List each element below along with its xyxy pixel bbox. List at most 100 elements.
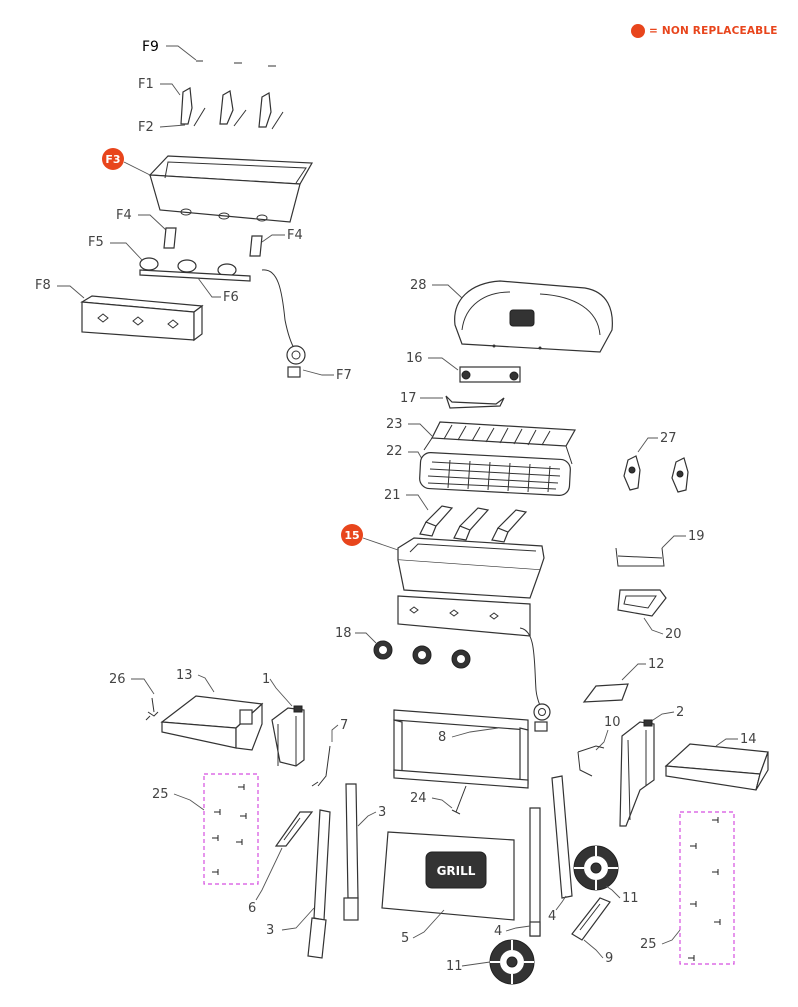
leader-f4a <box>138 214 167 231</box>
leader-24 <box>431 797 453 809</box>
leader-28 <box>432 284 463 299</box>
leader-27 <box>637 437 658 453</box>
part-f9-screws <box>196 60 276 67</box>
part-27-hinges <box>623 455 689 493</box>
part-f1-valves <box>180 87 272 128</box>
leader-23 <box>408 423 433 437</box>
label-f5: F5 <box>88 235 104 250</box>
label-11a: 11 <box>622 891 639 906</box>
label-16: 16 <box>406 351 423 366</box>
label-24: 24 <box>410 791 427 806</box>
part-2-leg-bracket-right <box>619 719 655 827</box>
part-f2-electrodes <box>193 107 284 130</box>
badge-f3 <box>102 148 124 170</box>
label-9: 9 <box>605 951 613 966</box>
leader-4b <box>555 895 567 911</box>
leader-f9 <box>166 45 197 61</box>
part-13-left-shelf <box>160 695 264 751</box>
part-4-leg-rear <box>529 807 541 937</box>
part-hose-regulator <box>519 627 551 732</box>
part-23-warming-rack <box>423 421 576 465</box>
label-f7: F7 <box>336 368 352 383</box>
leader-13 <box>197 674 215 693</box>
part-leg-right-front <box>551 775 573 899</box>
label-3b: 3 <box>266 923 274 938</box>
badge-15 <box>341 524 363 546</box>
label-14: 14 <box>740 732 757 747</box>
label-17: 17 <box>400 391 417 406</box>
leader-10 <box>595 729 609 751</box>
leader-3a <box>357 811 377 827</box>
part-10-bracket <box>577 745 605 777</box>
leader-15 <box>362 537 399 551</box>
part-12-panel <box>582 683 629 703</box>
leader-11a <box>605 885 621 899</box>
part-11-wheel-left <box>489 939 535 985</box>
label-23: 23 <box>386 417 403 432</box>
label-26: 26 <box>109 672 126 687</box>
part-f7-hose-regulator <box>261 269 306 378</box>
label-1: 1 <box>262 672 270 687</box>
legend: = NON REPLACEABLE <box>631 24 778 38</box>
leader-f3 <box>123 161 151 176</box>
label-25a: 25 <box>152 787 169 802</box>
leader-18 <box>355 632 377 644</box>
leader-6 <box>255 847 283 901</box>
label-2: 2 <box>676 705 684 720</box>
leader-f4b <box>261 234 285 243</box>
leader-20 <box>643 617 664 635</box>
label-f4b: F4 <box>287 228 303 243</box>
label-11b: 11 <box>446 959 463 974</box>
leader-f6 <box>197 277 221 298</box>
part-28-lid <box>454 280 613 353</box>
part-18-knobs <box>373 640 471 669</box>
label-10: 10 <box>604 715 621 730</box>
leader-f7 <box>302 369 334 376</box>
label-f8: F8 <box>35 278 51 293</box>
part-7-rod <box>311 745 331 787</box>
label-18: 18 <box>335 626 352 641</box>
part-6-brace <box>274 811 314 847</box>
part-20-grease-tray <box>617 589 667 617</box>
leader-14 <box>715 738 738 747</box>
box-25-right <box>679 811 735 965</box>
leader-12 <box>621 663 646 681</box>
part-16-handle-bracket <box>459 366 521 383</box>
leader-25b <box>661 929 681 945</box>
leader-3b <box>281 907 315 931</box>
label-8: 8 <box>438 730 446 745</box>
label-21: 21 <box>384 488 401 503</box>
leader-25a <box>173 793 205 811</box>
leader-11b <box>461 961 491 967</box>
badge-15-text: 15 <box>344 529 359 542</box>
leader-21 <box>406 494 429 511</box>
label-f1: F1 <box>138 77 154 92</box>
label-f6: F6 <box>223 290 239 305</box>
label-13: 13 <box>176 668 193 683</box>
label-25b: 25 <box>640 937 657 952</box>
legend-text: = NON REPLACEABLE <box>649 25 778 37</box>
part-25-screws-left <box>212 784 247 875</box>
leader-8 <box>451 727 499 738</box>
label-22: 22 <box>386 444 403 459</box>
label-28: 28 <box>410 278 427 293</box>
part-1-leg-bracket-left <box>271 705 305 767</box>
badge-f3-text: F3 <box>105 153 120 166</box>
leader-26 <box>131 678 155 695</box>
part-17-handle <box>445 395 505 409</box>
part-15-firebox <box>397 537 545 637</box>
grill-logo-text: GRILL <box>437 864 476 878</box>
part-9-axle-bracket <box>571 897 611 941</box>
leader-9 <box>583 939 604 959</box>
part-3-leg-rear <box>343 783 359 921</box>
label-f2: F2 <box>138 120 154 135</box>
part-f5-burners <box>139 257 237 277</box>
part-f6-manifold <box>139 269 251 282</box>
leader-f1 <box>160 83 181 96</box>
label-7: 7 <box>340 718 348 733</box>
part-f4b-bracket <box>249 235 263 257</box>
label-27: 27 <box>660 431 677 446</box>
leader-f5 <box>110 242 143 261</box>
part-8-frame <box>393 709 529 789</box>
